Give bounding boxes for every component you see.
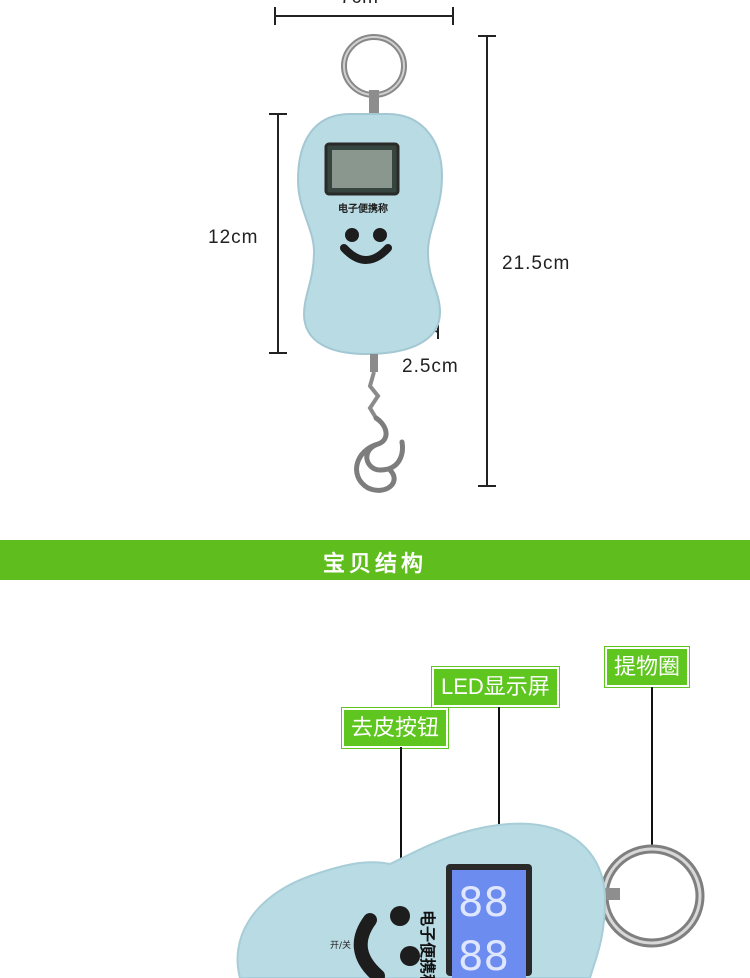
body-height-line bbox=[277, 113, 279, 353]
callout-tare-button: 去皮按钮 bbox=[342, 708, 449, 748]
brand-text-small: 电子便携称 bbox=[338, 202, 388, 215]
tare-button-icon bbox=[390, 906, 410, 926]
width-dimension-tick-left bbox=[274, 7, 276, 25]
dimension-diagram: 7cm 12cm 21.5cm 2.5cm 电子便携称 bbox=[208, 0, 571, 493]
total-height-tick-top bbox=[478, 35, 496, 37]
section-title: 宝贝结构 bbox=[322, 551, 427, 576]
width-label: 7cm bbox=[340, 0, 379, 9]
width-dimension-tick-right bbox=[452, 7, 454, 25]
unit-button-small bbox=[373, 228, 387, 242]
scale-closeup-illustration: 88 88 电子便携称 开/关 bbox=[236, 822, 705, 978]
brand-text-closeup: 电子便携称 bbox=[418, 910, 437, 978]
callout-led-display: LED显示屏 bbox=[432, 667, 559, 707]
total-height-label: 21.5cm bbox=[502, 253, 571, 274]
thickness-label: 2.5cm bbox=[402, 356, 459, 377]
hook-icon bbox=[354, 415, 405, 493]
total-height-line bbox=[486, 35, 488, 486]
body-height-label: 12cm bbox=[208, 227, 259, 248]
section-banner: 宝贝结构 bbox=[0, 540, 750, 580]
unit-button-icon bbox=[400, 946, 420, 966]
chain bbox=[367, 371, 381, 420]
width-dimension-line bbox=[274, 15, 454, 17]
power-label: 开/关 bbox=[330, 939, 351, 951]
structure-diagram: 提物圈 LED显示屏 去皮按钮 88 88 电子便携称 开/关 bbox=[0, 600, 750, 978]
leader-tare-button bbox=[400, 747, 402, 905]
total-height-tick-bottom bbox=[478, 485, 496, 487]
leader-lift-ring bbox=[651, 687, 653, 849]
scale-front-illustration: 电子便携称 bbox=[296, 34, 444, 493]
smile-mark bbox=[340, 244, 392, 264]
leader-led-display bbox=[498, 707, 500, 871]
body-height-tick-top bbox=[269, 113, 287, 115]
body-height-tick-bottom bbox=[269, 352, 287, 354]
lcd-digits-row1: 88 bbox=[458, 880, 509, 926]
smile-mark-closeup bbox=[353, 913, 385, 978]
callout-lift-ring: 提物圈 bbox=[605, 647, 690, 687]
lcd-digits-row2: 88 bbox=[458, 934, 509, 978]
tare-button-small bbox=[345, 228, 359, 242]
